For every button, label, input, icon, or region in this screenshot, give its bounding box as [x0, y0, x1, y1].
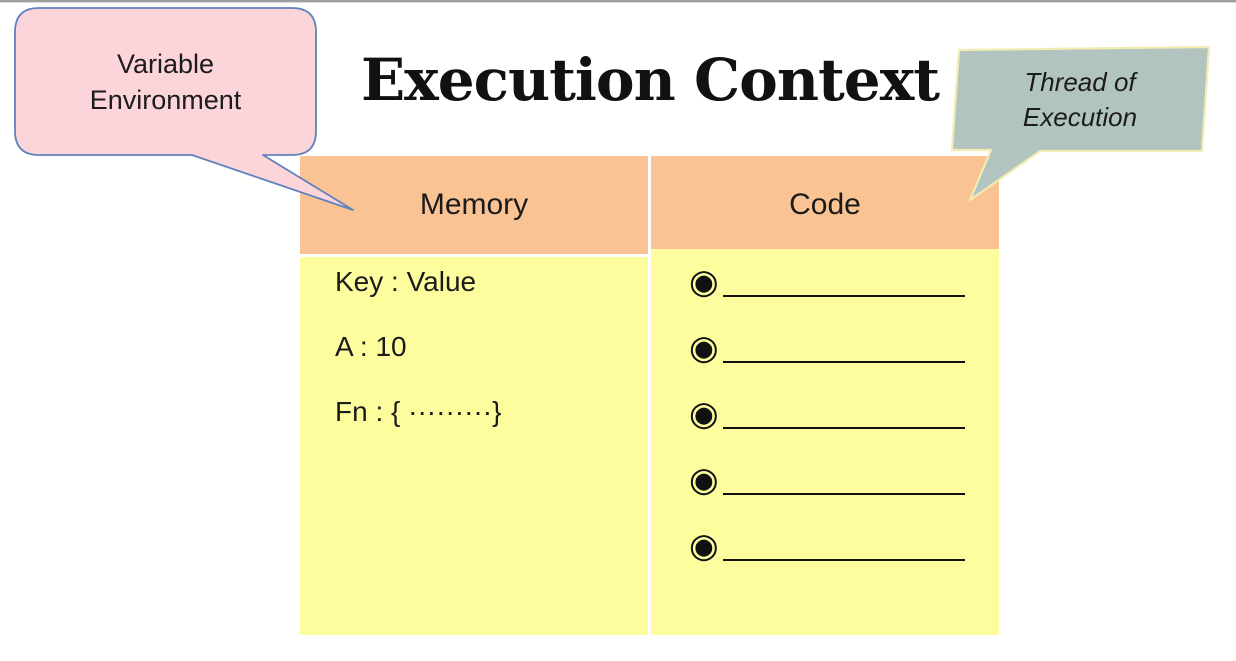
top-divider	[0, 0, 1236, 3]
code-line: ◉	[689, 513, 999, 579]
thread-of-execution-callout-label: Thread of Execution	[1022, 66, 1138, 132]
code-line: ◉	[689, 249, 999, 315]
code-column: ◉ ◉ ◉ ◉ ◉	[651, 249, 999, 635]
blank-code-line	[722, 295, 965, 297]
column-divider	[648, 257, 651, 635]
memory-column-header: Memory	[300, 156, 648, 254]
memory-entry: Key : Value	[335, 266, 477, 297]
blank-code-line	[722, 427, 965, 429]
memory-entry: Fn : { ·········}	[335, 396, 502, 427]
fisheye-bullet-icon: ◉	[689, 527, 719, 565]
fisheye-bullet-icon: ◉	[689, 395, 719, 433]
blank-code-line	[722, 493, 965, 495]
code-column-header: Code	[651, 156, 999, 254]
fisheye-bullet-icon: ◉	[689, 329, 719, 367]
fisheye-bullet-icon: ◉	[689, 263, 719, 301]
code-line: ◉	[689, 315, 999, 381]
header-body-divider	[300, 254, 648, 257]
fisheye-bullet-icon: ◉	[689, 461, 719, 499]
code-line: ◉	[689, 447, 999, 513]
page-title: Execution Context	[360, 46, 940, 114]
memory-entry: A : 10	[335, 331, 407, 362]
variable-environment-callout-label: Variable Environment	[89, 48, 242, 115]
blank-code-line	[722, 559, 965, 561]
execution-context-table: Memory Code Key : Value A : 10 Fn : { ····…	[300, 156, 999, 635]
column-divider	[648, 156, 651, 254]
code-line: ◉	[689, 381, 999, 447]
blank-code-line	[722, 361, 965, 363]
memory-column: Key : Value A : 10 Fn : { ·········}	[300, 257, 648, 635]
